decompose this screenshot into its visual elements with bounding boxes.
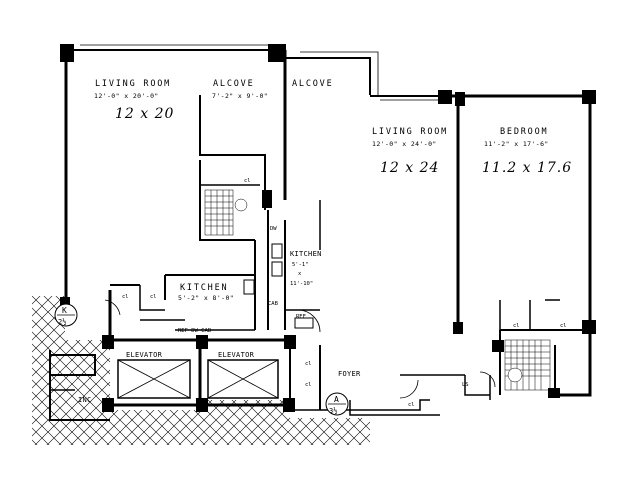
apartment-marker-a: A 3½ [325,392,349,416]
apartment-marker-k: K 2½ [54,303,78,327]
alcove-1-dims: 7'-2" x 9'-0" [212,92,268,100]
living-room-2-dims: 12'-0" x 24'-0" [372,140,437,148]
ref-dw-cab-label: REF DW CAB [178,328,212,334]
apartment-a-letter: A [334,395,339,404]
kitchen-2-dims-l: 11'-10" [290,281,313,287]
apartment-k-letter: K [62,306,67,315]
kitchen-1-label: KITCHEN [180,283,228,293]
kitchen-2-dims-w: 5'-1" [292,262,309,268]
closet-label-5: cl [305,382,312,388]
labels: LIVING ROOM 12'-0" x 20'-0" 12 x 20 ALCO… [78,79,572,408]
closet-label-1: cl [244,178,251,184]
kitchen-1-dims: 5'-2" x 8'-0" [178,294,234,302]
dw-label: DW [270,226,277,232]
inc-label: INC [78,396,92,404]
ls-label: LS [462,382,469,388]
foyer-label: FOYER [338,370,361,378]
columns [60,44,596,412]
elevator-1-label: ELEVATOR [126,351,163,359]
closet-label-3: cl [150,294,157,300]
ref-label: REF [296,314,306,320]
kitchen-2-dims-x: x [298,271,302,277]
living-room-2-label: LIVING ROOM [372,127,448,137]
living-room-1-size: 12 x 20 [115,106,174,122]
elevator-2-label: ELEVATOR [218,351,255,359]
living-room-2-size: 12 x 24 [380,160,439,176]
apartment-a-rooms: 3½ [329,407,337,415]
apartment-k-rooms: 2½ [58,318,66,326]
living-room-1-label: LIVING ROOM [95,79,171,89]
elevator-shafts [117,359,279,399]
bathroom-tiles-left [204,189,248,236]
cab-label: CAB [268,301,279,307]
alcove-2-label: ALCOVE [292,79,334,89]
bathroom-tiles-right [504,339,551,391]
closet-label-4: cl [305,361,312,367]
closet-label-8: cl [408,402,415,408]
closet-label-2: cl [122,294,129,300]
appliances [243,243,314,329]
kitchen-2-label: KITCHEN [290,250,322,258]
closet-label-6: cl [513,323,520,329]
alcove-1-label: ALCOVE [213,79,255,89]
bedroom-label: BEDROOM [500,127,548,137]
living-room-1-dims: 12'-0" x 20'-0" [94,92,159,100]
closet-label-7: cl [560,323,567,329]
bedroom-dims: 11'-2" x 17'-6" [484,140,549,148]
bedroom-size: 11.2 x 17.6 [482,160,572,176]
